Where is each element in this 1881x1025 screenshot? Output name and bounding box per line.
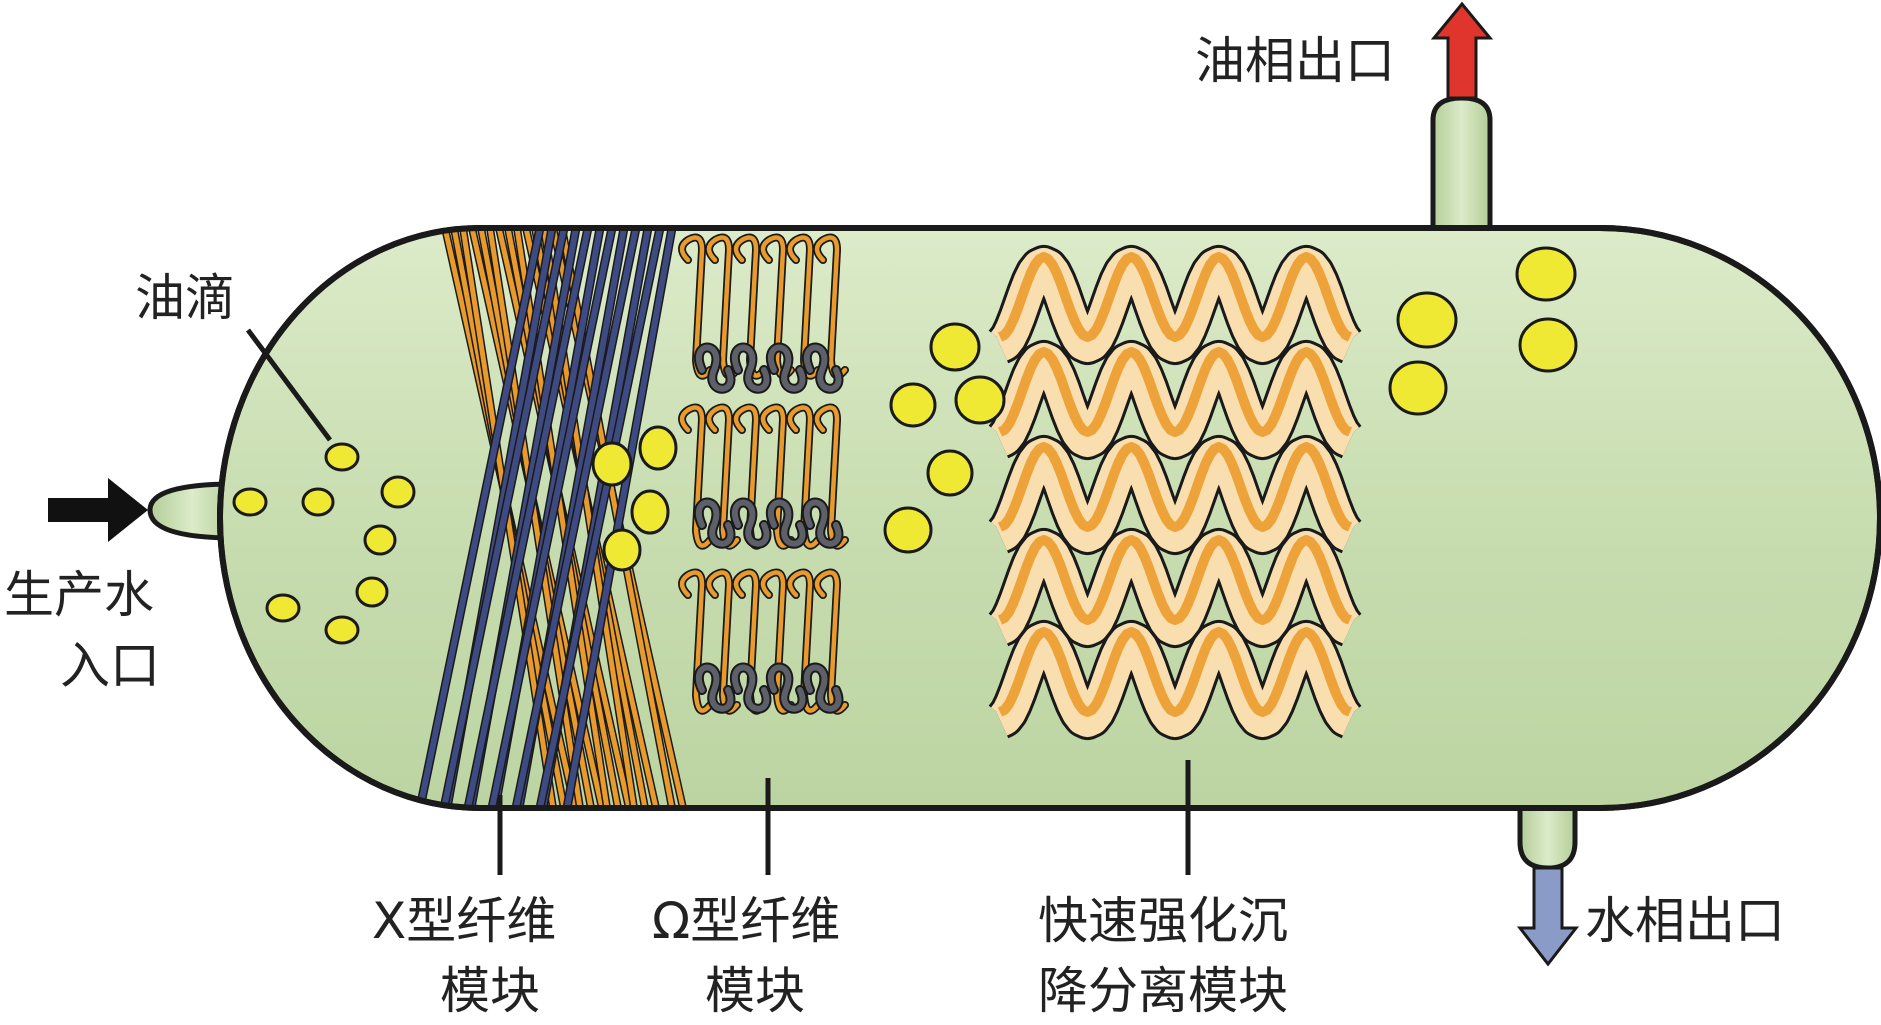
inlet-arrow <box>48 478 148 542</box>
oil-droplet <box>591 441 633 487</box>
omega-fiber-loop-gray <box>767 499 806 547</box>
x-fiber-strand-blue <box>564 228 675 808</box>
omega-fiber-hook-orange <box>679 405 713 548</box>
settling-wave-stripe <box>997 252 1353 342</box>
omega-fiber-loop-gray <box>803 499 842 547</box>
water-inlet-label-line1: 生产水 <box>4 566 154 624</box>
x-fiber-label-line1: X型纤维 <box>372 892 556 950</box>
water-outlet-nozzle <box>1517 801 1578 871</box>
oil-droplet <box>926 449 974 497</box>
oil-droplet <box>1518 317 1578 373</box>
water-inlet-label-line2: 入口 <box>60 637 160 695</box>
omega-fiber-loop-gray <box>803 344 842 392</box>
oil-droplet <box>324 442 360 472</box>
x-fiber-strand-blue <box>489 228 615 808</box>
oil-droplet <box>1396 291 1458 349</box>
oil-droplet <box>363 524 397 556</box>
x-fiber-strand-blue <box>537 228 663 808</box>
oil-droplets <box>232 246 1578 645</box>
omega-fiber-loop-gray <box>767 344 806 392</box>
oil-outlet-arrow <box>1430 1 1494 100</box>
oil-droplet <box>265 593 301 623</box>
settling-wave-stripe <box>997 442 1353 532</box>
oil-droplet <box>883 506 933 554</box>
x-fiber-strand-blue <box>417 228 543 808</box>
oil-droplet <box>355 576 389 608</box>
oil-outlet-nozzle <box>1430 95 1493 235</box>
x-fiber-strand-blue <box>441 228 567 808</box>
oil-droplet <box>954 375 1006 425</box>
oil-droplet <box>301 487 335 517</box>
omega-fiber-loop-gray <box>803 664 842 712</box>
settling-wave-stripe <box>997 535 1353 625</box>
oil-droplet <box>630 489 670 535</box>
omega-fiber-hook-orange <box>679 235 713 378</box>
omega-fiber-loop-gray <box>695 344 734 392</box>
omega-fiber-loop-gray <box>695 499 734 547</box>
settling-label-line2: 降分离模块 <box>1038 962 1288 1020</box>
water-outlet-label: 水相出口 <box>1585 892 1785 950</box>
omega-fiber-label-line2: 模块 <box>705 962 805 1020</box>
omega-fiber-loop-gray <box>695 664 734 712</box>
x-fiber-module <box>415 228 687 808</box>
omega-fiber-hook-orange <box>787 235 821 378</box>
omega-fiber-loop-gray <box>731 664 770 712</box>
vessel-outline <box>217 225 1881 811</box>
oil-droplet <box>638 425 678 471</box>
x-fiber-strand-blue <box>465 228 591 808</box>
oil-droplet-leader <box>245 328 333 442</box>
settling-label-line1: 快速强化沉 <box>1038 892 1288 950</box>
omega-fiber-label-line1: Ω型纤维 <box>652 892 840 950</box>
oil-droplet <box>1388 360 1448 416</box>
oil-droplet <box>1515 246 1577 302</box>
omega-fiber-hook-orange <box>787 570 821 713</box>
oil-droplet <box>889 382 937 428</box>
oil-outlet-label: 油相出口 <box>1195 32 1395 90</box>
x-fiber-strand-blue <box>513 228 639 808</box>
settling-wave-stripe <box>997 347 1353 437</box>
omega-fiber-hook-orange <box>679 570 713 713</box>
water-outlet-arrow <box>1516 866 1580 967</box>
oil-droplet <box>380 475 416 509</box>
oil-droplet <box>232 487 268 517</box>
omega-fiber-loop-gray <box>767 664 806 712</box>
omega-fiber-loop-gray <box>731 344 770 392</box>
omega-fiber-loop-gray <box>731 499 770 547</box>
settling-wave-stripe <box>997 627 1353 717</box>
oil-droplet <box>929 322 981 372</box>
omega-fiber-hook-orange <box>760 405 794 548</box>
water-inlet-nozzle <box>147 481 238 541</box>
oil-droplet <box>602 528 642 572</box>
oil-droplet-label: 油滴 <box>135 269 235 327</box>
omega-fiber-hook-orange <box>760 570 794 713</box>
omega-fiber-hook-orange <box>787 405 821 548</box>
x-fiber-label-line2: 模块 <box>440 962 540 1020</box>
omega-fiber-module <box>678 233 849 715</box>
settling-module <box>984 245 1366 740</box>
omega-fiber-hook-orange <box>733 235 767 378</box>
oil-droplet <box>324 615 360 645</box>
